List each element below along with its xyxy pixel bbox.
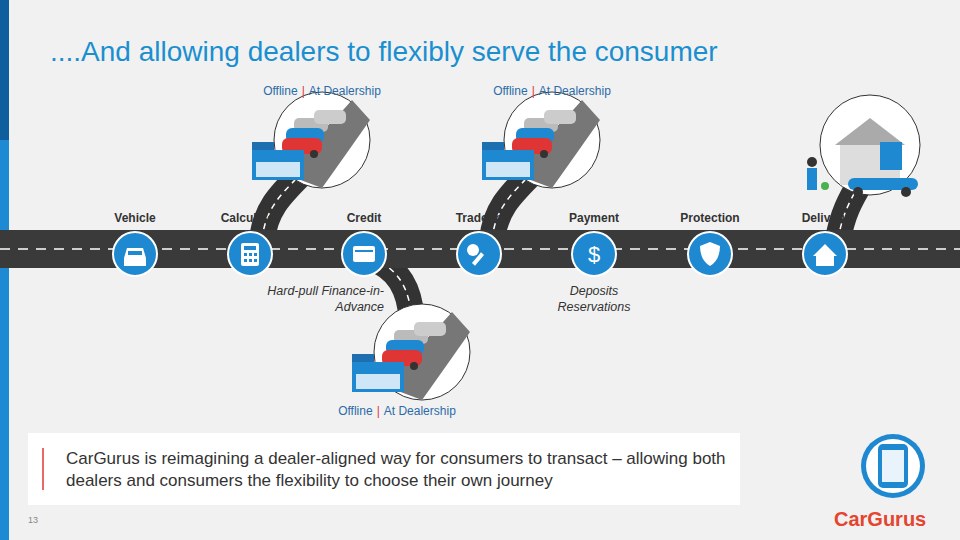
step-label: Calculator (195, 211, 305, 225)
step-node: Protection (655, 211, 765, 279)
logo: CarGurus (834, 508, 926, 531)
offline-label: Offline | At Dealership (493, 84, 611, 98)
step-node: Payment (539, 211, 649, 279)
step-node: Calculator (195, 211, 305, 279)
step-node: Trade-in (424, 211, 534, 279)
offline-text: Offline (263, 84, 297, 98)
step-label: Protection (655, 211, 765, 225)
separator: | (532, 84, 535, 98)
step-label: Delivery (770, 211, 880, 225)
offline-label: Offline | At Dealership (338, 404, 456, 418)
slide-title: ....And allowing dealers to flexibly ser… (50, 36, 718, 68)
offline-label: Offline | At Dealership (263, 84, 381, 98)
offline-text: At Dealership (309, 84, 381, 98)
step-label: Vehicle (80, 211, 190, 225)
sub-note: Deposits Reservations (544, 283, 644, 315)
separator: | (302, 84, 305, 98)
offline-text: At Dealership (384, 404, 456, 418)
separator: | (377, 404, 380, 418)
step-label: Credit (309, 211, 419, 225)
offline-text: At Dealership (539, 84, 611, 98)
dollar-icon: $ (588, 242, 600, 267)
caption-text: CarGurus is reimagining a dealer-aligned… (66, 448, 726, 492)
page-number: 13 (28, 515, 38, 525)
step-node: Delivery (770, 211, 880, 279)
offline-text: Offline (338, 404, 372, 418)
sub-note: Hard-pull Finance-in-Advance (264, 283, 384, 315)
step-node: Vehicle (80, 211, 190, 279)
step-label: Trade-in (424, 211, 534, 225)
offline-text: Offline (493, 84, 527, 98)
step-node: Credit (309, 211, 419, 279)
step-label: Payment (539, 211, 649, 225)
